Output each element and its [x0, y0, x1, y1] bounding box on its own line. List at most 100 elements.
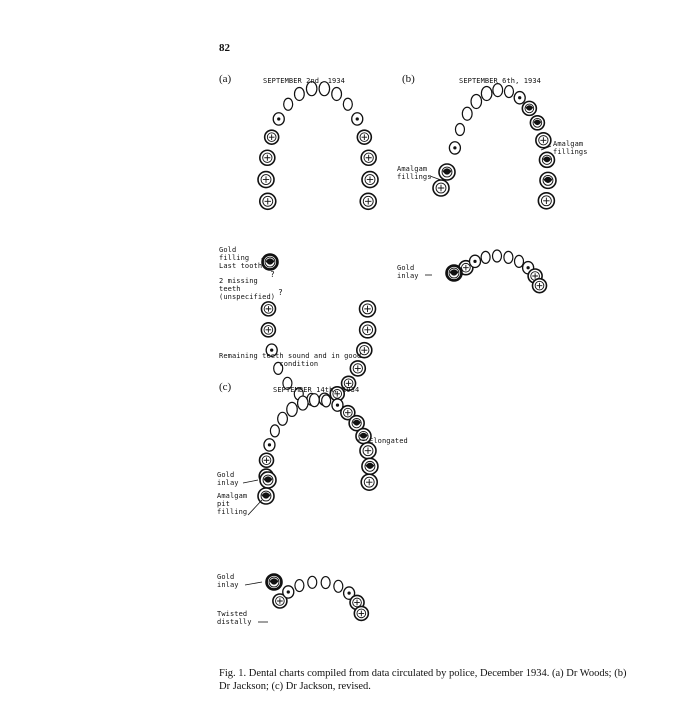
panel-b-lower-tooth	[491, 249, 503, 263]
panel-a-lower-tooth	[260, 301, 277, 317]
panel-c-upper-tooth	[331, 398, 344, 412]
panel-c-twisted-label: Twisted distally	[217, 610, 252, 626]
panel-c-upper-tooth	[263, 438, 276, 452]
panel-b-upper-tooth	[470, 93, 483, 110]
panel-a-label: (a)	[219, 73, 232, 85]
panel-c-lower-tooth	[294, 578, 305, 593]
panel-c-upper-tooth	[258, 452, 275, 469]
panel-c-lower-tooth	[353, 605, 370, 622]
panel-a-lower-tooth	[273, 361, 284, 376]
figure-caption: Fig. 1. Dental charts compiled from data…	[219, 668, 627, 692]
panel-b-lower-tooth	[531, 277, 548, 294]
panel-a-lower-tooth	[340, 375, 357, 392]
panel-b-lower-tooth	[468, 254, 482, 269]
panel-c-lower-tooth	[333, 579, 344, 593]
panel-b-gold-inlay-label: Gold inlay	[397, 264, 419, 280]
panel-a-upper-tooth	[359, 192, 378, 211]
panel-c-upper-tooth	[269, 424, 280, 438]
panel-a-upper-tooth	[331, 86, 343, 102]
panel-a-missing-teeth-label: 2 missing teeth (unspecified)	[219, 277, 276, 301]
panel-b-lower-tooth	[513, 254, 525, 268]
panel-c-elongated-label: Elongated	[369, 437, 408, 445]
panel-b-upper-tooth	[529, 115, 546, 131]
panel-a-question-mark-1: ?	[270, 270, 275, 279]
panel-a-lower-tooth	[282, 376, 293, 390]
panel-b-upper-tooth	[535, 131, 552, 149]
panel-b-amalgam-right-label: Amalgam fillings	[553, 140, 588, 156]
panel-c-lower-tooth	[307, 575, 318, 589]
panel-c-gold-inlay-tooth	[259, 471, 277, 489]
panel-b-upper-tooth	[539, 171, 557, 190]
panel-a-date: SEPTEMBER 2nd, 1934	[263, 77, 345, 85]
panel-c-upper-tooth	[296, 395, 309, 411]
panel-b-upper-tooth	[513, 90, 526, 105]
panel-c-upper-tooth	[321, 394, 332, 408]
panel-a-lower-tooth	[358, 300, 377, 318]
panel-c-upper-tooth	[359, 441, 377, 460]
panel-b-upper-tooth	[537, 191, 556, 210]
panel-b-upper-tooth	[480, 85, 493, 102]
panel-b-upper-tooth	[538, 151, 556, 169]
panel-a-upper-tooth	[293, 86, 305, 102]
panel-c-upper-tooth	[340, 404, 356, 421]
panel-c-upper-tooth	[348, 414, 365, 432]
page-number: 82	[219, 42, 230, 54]
panel-a-note: Remaining teeth sound and in good condit…	[219, 352, 362, 368]
panel-c-lower-tooth	[342, 586, 356, 600]
panel-a-gold-filling-tooth	[261, 253, 279, 271]
panel-a-lower-tooth	[265, 343, 278, 357]
panel-a-upper-tooth	[258, 192, 277, 211]
panel-c-gold-inlay-leader	[242, 479, 259, 484]
panel-c-gold-inlay-lower-label: Gold inlay	[217, 573, 239, 589]
panel-b-upper-tooth	[521, 100, 538, 117]
panel-a-upper-tooth	[356, 129, 373, 145]
panel-c-gold-inlay-lower-tooth	[265, 573, 283, 591]
panel-c-gold-inlay-lower-leader	[244, 581, 263, 586]
panel-c-amalgam-pit-label: Amalgam pit filling	[217, 492, 248, 516]
panel-a-lower-tooth	[358, 321, 377, 339]
panel-b-lower-tooth	[480, 250, 491, 264]
panel-a-upper-tooth	[257, 170, 275, 189]
panel-b-gold-inlay-tooth	[445, 264, 463, 282]
panel-c-upper-tooth	[361, 457, 379, 476]
panel-b-upper-tooth	[503, 84, 515, 99]
panel-a-lower-tooth	[260, 322, 277, 338]
panel-c-lower-tooth	[272, 593, 288, 609]
panel-c-upper-tooth	[308, 393, 320, 408]
panel-c-lower-tooth	[282, 585, 295, 599]
panel-c-upper-tooth	[286, 401, 298, 417]
panel-a-upper-tooth	[259, 149, 276, 167]
panel-a-gold-filling-label: Gold filling Last tooth	[219, 246, 263, 270]
panel-b-upper-tooth	[448, 141, 462, 155]
panel-c-label: (c)	[219, 381, 232, 393]
panel-a-question-mark-2: ?	[278, 288, 283, 297]
panel-b-date: SEPTEMBER 6th, 1934	[459, 77, 541, 85]
panel-a-upper-tooth	[305, 81, 318, 97]
panel-a-lower-tooth	[356, 341, 373, 359]
panel-b-lower-tooth	[503, 250, 514, 264]
panel-a-upper-tooth	[361, 170, 379, 189]
panel-a-upper-tooth	[272, 112, 285, 126]
panel-c-gold-inlay-upper-label: Gold inlay	[217, 471, 239, 487]
panel-a-upper-tooth	[318, 81, 331, 97]
panel-c-date: SEPTEMBER 14th, 1934	[273, 386, 360, 394]
panel-b-upper-tooth	[454, 122, 466, 137]
panel-b-upper-tooth	[492, 82, 504, 98]
panel-b-amalgam-right-leader	[540, 145, 552, 151]
panel-c-upper-tooth	[355, 427, 372, 445]
panel-a-upper-tooth	[351, 112, 364, 126]
panel-b-tooth	[432, 179, 450, 197]
panel-b-amalgam-left-leader	[429, 175, 442, 181]
panel-b-upper-tooth	[461, 106, 473, 121]
panel-a-lower-tooth	[349, 360, 367, 377]
panel-a-lower-tooth	[329, 386, 346, 402]
panel-c-amalgam-pit-leader	[247, 499, 263, 516]
panel-a-upper-tooth	[263, 129, 280, 145]
panel-c-upper-tooth	[277, 411, 289, 426]
panel-b-amalgam-tooth	[438, 163, 456, 181]
panel-b-amalgam-left-label: Amalgam fillings	[397, 165, 432, 181]
panel-a-upper-tooth	[342, 97, 353, 111]
panel-a-upper-tooth	[283, 97, 294, 111]
panel-a-upper-tooth	[360, 149, 377, 167]
